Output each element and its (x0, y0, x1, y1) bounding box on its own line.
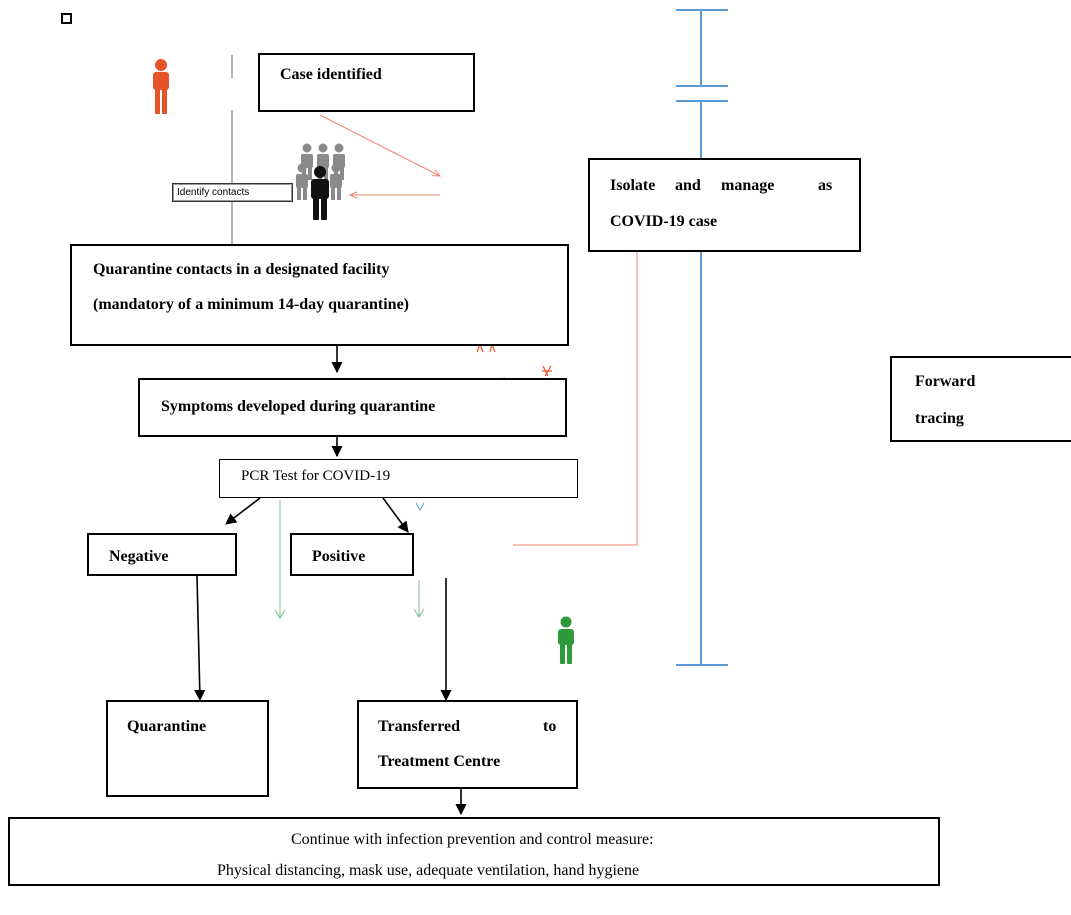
node-quarantine-contacts-line1: Quarantine contacts in a designated faci… (93, 261, 390, 278)
node-negative-label: Negative (109, 548, 169, 565)
node-positive: Positive (290, 533, 414, 576)
node-forward-line1: Forward (915, 373, 976, 390)
salmon-connector (513, 252, 638, 546)
node-isolate-word4: as (818, 177, 833, 194)
node-isolate-line2: COVID-19 case (610, 213, 718, 230)
node-transferred-line2: Treatment Centre (378, 753, 501, 770)
checkbox-marker (61, 13, 72, 24)
identify-contacts-tag: Identify contacts (172, 183, 293, 202)
blue-timeline (676, 9, 728, 666)
node-forward-tracing: Forward tracing (890, 356, 1071, 442)
flow-arrows (194, 345, 467, 816)
node-quarantine-label: Quarantine (127, 718, 207, 735)
node-positive-label: Positive (312, 548, 366, 565)
node-symptoms: Symptoms developed during quarantine (138, 378, 567, 437)
node-negative: Negative (87, 533, 237, 576)
node-pcr-test: PCR Test for COVID-19 (219, 459, 578, 498)
person-orange-icon (153, 59, 169, 114)
identify-contacts-label: Identify contacts (177, 187, 250, 198)
node-quarantine-contacts: Quarantine contacts in a designated faci… (70, 244, 569, 346)
faint-arrows (274, 500, 425, 619)
salmon-arrow-down (319, 114, 440, 176)
node-isolate-word3: manage (721, 177, 775, 194)
faint-fragments (476, 341, 552, 381)
node-isolate-word1: Isolate (610, 177, 656, 194)
node-pcr-test-label: PCR Test for COVID-19 (241, 468, 391, 484)
node-continue-line1: Continue with infection prevention and c… (291, 831, 654, 848)
node-isolate: Isolate and manage as COVID-19 case (588, 158, 861, 252)
node-forward-line2: tracing (915, 410, 964, 427)
node-case-identified-label: Case identified (280, 66, 382, 83)
node-transferred: Transferred to Treatment Centre (357, 700, 578, 789)
node-transferred-word1: Transferred (378, 718, 461, 735)
node-case-identified: Case identified (258, 53, 475, 112)
node-isolate-word2: and (675, 177, 701, 194)
node-continue-measures: Continue with infection prevention and c… (8, 817, 940, 886)
person-green-icon (558, 616, 574, 664)
node-quarantine-contacts-line2: (mandatory of a minimum 14-day quarantin… (93, 296, 410, 313)
node-continue-line2: Physical distancing, mask use, adequate … (217, 862, 640, 879)
contacts-group-icon (296, 143, 345, 220)
node-quarantine: Quarantine (106, 700, 269, 797)
node-transferred-word2: to (543, 718, 557, 735)
node-symptoms-label: Symptoms developed during quarantine (161, 398, 436, 415)
